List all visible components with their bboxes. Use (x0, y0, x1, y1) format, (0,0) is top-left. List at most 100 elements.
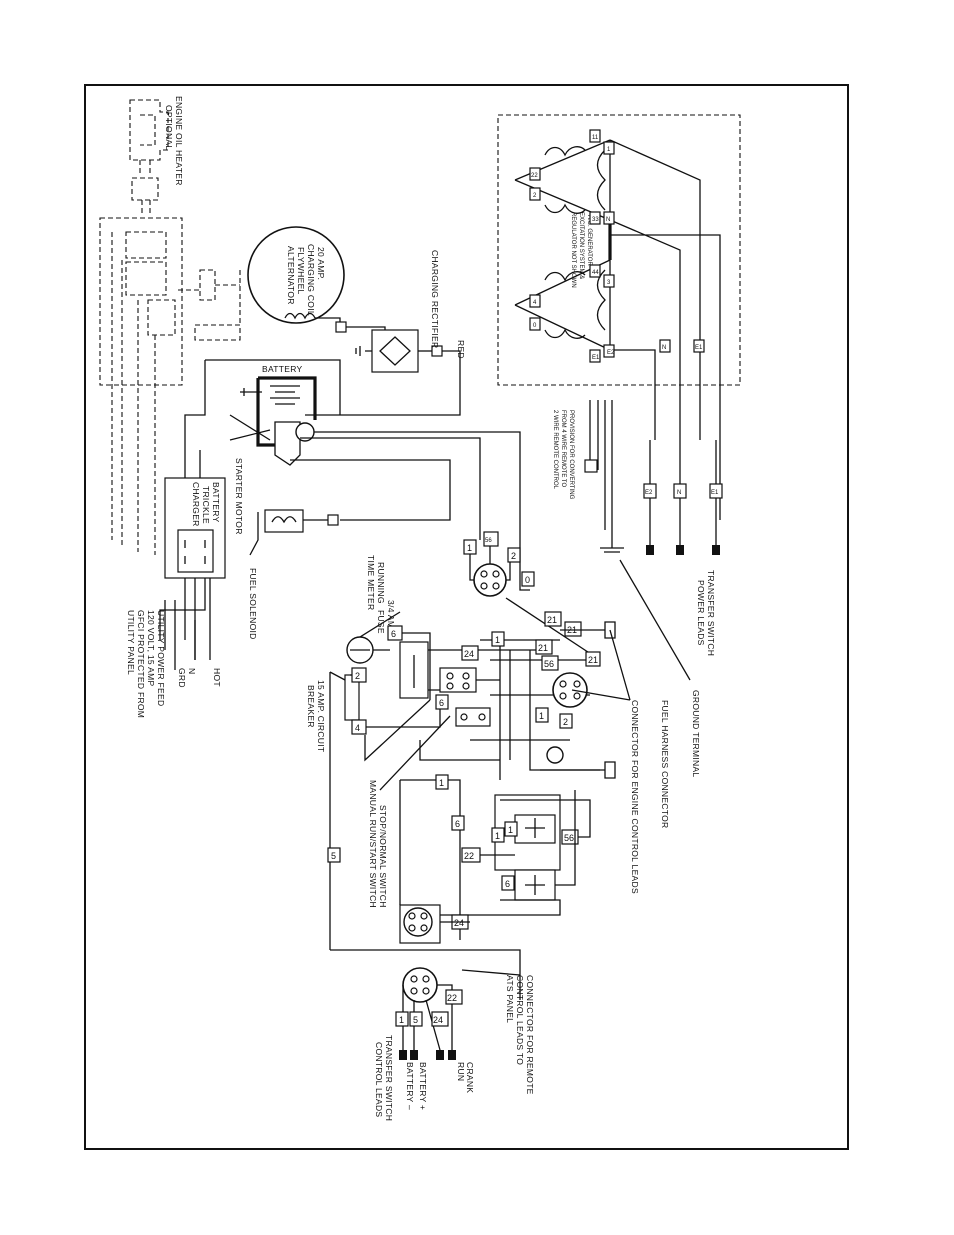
conn-tag-0: 0 (525, 575, 530, 585)
generator-wire-tags: 11 1 22 2 33 N 44 3 4 0 E1 E2 N E1 (529, 129, 705, 363)
gen-tag-22: 22 (531, 173, 538, 179)
utility-label-2: 120 VOLT, 15 AMP (146, 610, 156, 686)
hot-label: HOT (212, 668, 222, 687)
receptacle-box (99, 217, 241, 555)
ac-gen-label-3: REGULATOR NOT SHOWN (570, 212, 576, 288)
gen-tag-N2: N (662, 345, 666, 351)
panel-tag-1e: 1 (439, 778, 444, 788)
alternator-label-3: FLYWHEEL (296, 247, 306, 295)
lead-tag-E2: E2 (645, 490, 653, 496)
transfer-power-label-2: POWER LEADS (696, 580, 706, 646)
panel-tag-21d: 21 (588, 655, 598, 665)
provision-label-3: 2 WIRE REMOTE CONTROL (552, 410, 558, 490)
fuse-label-2: FUSE (376, 610, 386, 634)
remote-control-connector: 1 5 24 22 CONNECTOR FOR REMOTE CONTROL L… (374, 967, 535, 1121)
utility-label-1: UTILITY POWER FEED (156, 610, 166, 706)
gen-tag-0: 0 (533, 323, 537, 329)
panel-tag-2b: 2 (355, 671, 360, 681)
remote-tag-1: 1 (399, 1015, 404, 1025)
panel-tag-6d: 6 (455, 819, 460, 829)
charger-label-2: TRICKLE (201, 486, 211, 524)
fuel-solenoid-label: FUEL SOLENOID (248, 568, 258, 640)
gen-tag-33: 33 (592, 217, 599, 223)
charger-label-3: CHARGER (191, 482, 201, 527)
panel-tag-4: 4 (355, 723, 360, 733)
remote-tag-24: 24 (433, 1015, 443, 1025)
grd-label: GRD (177, 668, 187, 688)
provision-label-2: FROM 4 WIRE REMOTE TO (560, 410, 566, 487)
fuel-solenoid: FUEL SOLENOID (248, 509, 339, 640)
starter-motor-label: STARTER MOTOR (234, 458, 244, 535)
ac-generator: A.C. GENERATOR EXCITATION SYSTEM & REGUL… (497, 114, 741, 520)
red-label: RED (456, 340, 466, 359)
engine-oil-heater-label: ENGINE OIL HEATER OPTIONAL (164, 96, 184, 186)
ground-terminal: GROUND TERMINAL FUEL HARNESS CONNECTOR C… (600, 540, 701, 894)
n-label: N (187, 668, 197, 674)
gen-tag-2: 2 (533, 193, 537, 199)
gen-tag-E1a: E1 (592, 355, 600, 361)
gen-tag-4: 4 (533, 300, 537, 306)
engine-harness-connector: 1 56 2 0 (463, 531, 601, 661)
ground-terminal-label: GROUND TERMINAL (691, 690, 701, 777)
ac-gen-label-2: EXCITATION SYSTEM & (578, 212, 584, 279)
crank-label: CRANK (465, 1062, 475, 1093)
charger-label-1: BATTERY (211, 482, 221, 523)
utility-label-4: UTILITY PANEL (126, 610, 136, 675)
page-frame (84, 84, 849, 1150)
panel-tag-6b: 6 (439, 698, 444, 708)
starter-motor: STARTER MOTOR (184, 359, 521, 560)
battery-plus-label: BATTERY + (418, 1062, 428, 1110)
panel-tag-1c: 1 (508, 825, 513, 835)
time-meter-label-2: TIME METER (366, 555, 376, 610)
remote-label-3: ATS PANEL (505, 975, 515, 1023)
panel-tag-1a: 1 (495, 635, 500, 645)
remote-label-2: CONTROL LEADS TO (515, 975, 525, 1065)
panel-tag-21b: 21 (538, 643, 548, 653)
panel-tag-21c: 21 (547, 615, 557, 625)
gen-tag-E2a: E2 (607, 350, 615, 356)
panel-tag-56a: 56 (544, 659, 554, 669)
breaker-label-1: 15 AMP. CIRCUIT (316, 680, 326, 752)
provision-label-1: PROVISION FOR CONVERTING (568, 410, 574, 500)
gen-tag-11: 11 (592, 135, 599, 141)
remote-label-1: CONNECTOR FOR REMOTE (525, 975, 535, 1095)
panel-tag-6: 6 (391, 629, 396, 639)
panel-tag-6c: 6 (505, 879, 510, 889)
transfer-power-label-1: TRANSFER SWITCH (706, 570, 716, 656)
utility-label-3: GFCI PROTECTED FROM (136, 610, 146, 718)
ac-gen-label-1: A.C. GENERATOR (586, 215, 592, 266)
battery-minus-label: BATTERY – (405, 1062, 415, 1110)
panel-tag-24a: 24 (464, 649, 474, 659)
oil-heater-label-1: ENGINE OIL HEATER (174, 96, 184, 186)
conn-tag-2: 2 (511, 551, 516, 561)
gen-tag-1: 1 (607, 147, 611, 153)
panel-tag-24b: 24 (454, 918, 464, 928)
panel-tag-1b: 1 (539, 711, 544, 721)
breaker-label-2: BREAKER (306, 685, 316, 728)
charging-rectifier-label: CHARGING RECTIFIER (430, 250, 440, 348)
battery-label: BATTERY (262, 364, 303, 374)
panel-tag-1d: 1 (495, 831, 500, 841)
time-meter-label-1: RUNNING (376, 562, 386, 604)
lead-tag-E1: E1 (711, 490, 719, 496)
alternator-label-2: CHARGING COIL (306, 244, 316, 316)
utility-power-feed: UTILITY POWER FEED 120 VOLT, 15 AMP GFCI… (126, 578, 222, 718)
manual-switch-label: MANUAL RUN/START SWITCH (368, 780, 378, 908)
remote-tag-22: 22 (447, 993, 457, 1003)
panel-tag-5: 5 (331, 851, 336, 861)
gen-tag-3: 3 (607, 280, 611, 286)
remote-tag-5: 5 (413, 1015, 418, 1025)
run-label: RUN (456, 1062, 466, 1081)
oil-heater-label-2: OPTIONAL (164, 105, 174, 150)
panel-tag-2: 2 (563, 717, 568, 727)
alternator-label-4: ALTERNATOR (286, 246, 296, 305)
conn-tag-56: 56 (485, 538, 492, 544)
gen-tag-N: N (606, 217, 610, 223)
provision-note: PROVISION FOR CONVERTING FROM 4 WIRE REM… (552, 400, 613, 540)
transfer-control-label-1: TRANSFER SWITCH (384, 1035, 394, 1121)
control-panel: RUNNING TIME METER 3/4 AMP. FUSE 6 2 4 1… (306, 555, 631, 1000)
gen-tag-E1b: E1 (695, 345, 703, 351)
alternator-label-1: 20 AMP. (316, 247, 326, 280)
transfer-control-label-2: CONTROL LEADS (374, 1042, 384, 1117)
